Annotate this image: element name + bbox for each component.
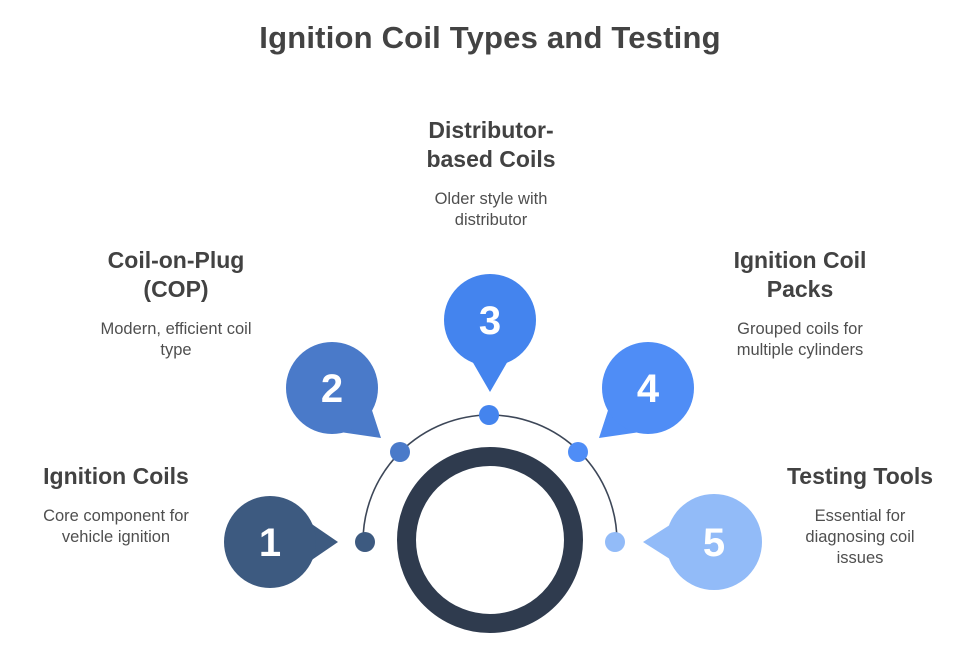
item-1-label-block: Ignition Coils Core component for vehicl… (6, 462, 226, 548)
item-4-heading: Ignition Coil Packs (733, 247, 867, 302)
arc-dot-5 (605, 532, 625, 552)
item-1-description: Core component for vehicle ignition (43, 507, 189, 546)
bubble-number-4: 4 (637, 367, 660, 411)
item-4-description: Grouped coils for multiple cylinders (736, 320, 864, 359)
item-4-label-block: Ignition Coil Packs Grouped coils for mu… (690, 246, 910, 361)
bubble-circle-1 (224, 496, 316, 588)
item-1-heading: Ignition Coils (43, 463, 189, 489)
bubble-circle-5 (666, 494, 762, 590)
item-2-label-block: Coil-on-Plug (COP) Modern, efficient coi… (66, 246, 286, 361)
item-2-heading: Coil-on-Plug (COP) (107, 247, 245, 302)
central-ring (397, 447, 583, 633)
bubble-number-5: 5 (703, 521, 725, 565)
item-2-description: Modern, efficient coil type (100, 320, 252, 359)
arc-dot-1 (355, 532, 375, 552)
arc-dot-4 (568, 442, 588, 462)
item-3-label-block: Distributor- based Coils Older style wit… (381, 116, 601, 231)
page-title: Ignition Coil Types and Testing (259, 20, 721, 55)
bubble-circle-2 (286, 342, 378, 434)
bubble-circle-4 (602, 342, 694, 434)
item-3-description: Older style with distributor (434, 190, 548, 229)
arc-dot-3 (479, 405, 499, 425)
item-5-heading: Testing Tools (786, 463, 934, 489)
item-3-heading: Distributor- based Coils (426, 117, 556, 172)
bubble-number-2: 2 (321, 367, 343, 411)
bubble-circle-3 (444, 274, 536, 366)
bubble-number-1: 1 (259, 521, 281, 565)
arc-dot-2 (390, 442, 410, 462)
item-5-description: Essential for diagnosing coil issues (805, 507, 915, 567)
item-5-label-block: Testing Tools Essential for diagnosing c… (750, 462, 970, 569)
bubble-number-3: 3 (479, 299, 501, 343)
